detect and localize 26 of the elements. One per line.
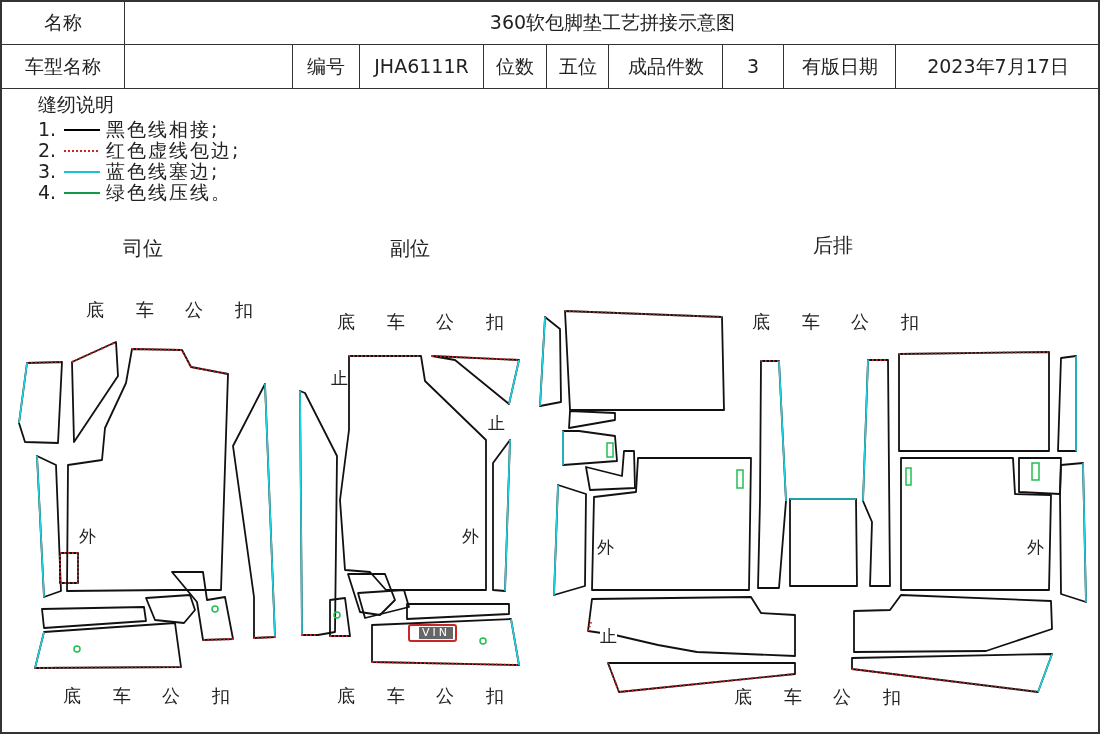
piece-mark: 止 [600,626,617,646]
legend-text: 红色虚线包边; [106,140,241,160]
piece-mark: 外 [597,537,614,557]
edge-note: 底 车 公 扣 [752,311,920,333]
list-number: 1. [38,119,57,139]
piece-mark: 止 [488,413,505,433]
list-number: 4. [38,182,57,202]
section-heading: 司位 [123,236,163,260]
list-number: 3. [38,161,57,181]
legend-text: 绿色线压线。 [106,182,232,202]
section-heading: 副位 [390,236,430,260]
list-number: 2. [38,140,57,160]
edge-note: 底 车 公 扣 [337,311,505,333]
edge-note: 底 车 公 扣 [734,686,902,708]
section-heading: 后排 [813,233,853,257]
vin-window-label: VIN [419,627,453,639]
piece-mark: 外 [1027,537,1044,557]
piece-mark: 外 [462,526,479,546]
piece-mark: 外 [79,526,96,546]
legend-heading: 缝纫说明 [38,94,114,114]
edge-note: 底 车 公 扣 [63,685,231,707]
legend-text: 蓝色线塞边; [106,161,220,181]
legend-text: 黑色线相接; [106,119,220,139]
edge-note: 底 车 公 扣 [86,299,254,321]
piece-mark: 止 [331,368,348,388]
edge-note: 底 车 公 扣 [337,685,505,707]
